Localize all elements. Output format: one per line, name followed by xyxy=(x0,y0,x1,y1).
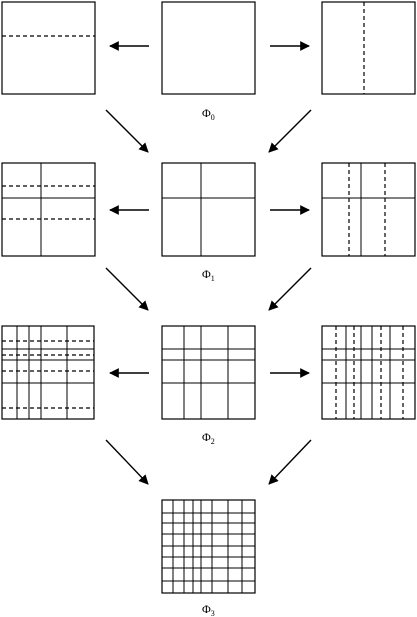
grid-phi1-right xyxy=(321,162,416,257)
arrow-right1-to-phi2 xyxy=(268,267,312,311)
phi2-label: Φ2 xyxy=(202,430,215,446)
arrow-left2-to-phi3 xyxy=(105,439,149,485)
arrow-right0-to-phi1 xyxy=(268,109,312,153)
grid-phi2-left xyxy=(1,325,95,420)
grid-phi1-left xyxy=(1,162,96,257)
grid-phi2-center xyxy=(161,325,256,420)
arrow-right2-to-phi3 xyxy=(268,439,312,485)
grid-phi0-left xyxy=(1,1,96,95)
phi0-label: Φ0 xyxy=(202,106,215,122)
grid-phi3-center xyxy=(161,499,256,594)
grid-phi1-center xyxy=(161,162,256,257)
phi1-label: Φ1 xyxy=(202,267,215,283)
arrow-left0-to-phi1 xyxy=(105,109,149,153)
phi3-label: Φ3 xyxy=(202,602,215,617)
grid-phi0-right xyxy=(321,1,416,95)
grid-phi2-right xyxy=(321,325,416,420)
grid-phi0-center xyxy=(161,1,256,95)
arrow-left1-to-phi2 xyxy=(105,267,149,311)
